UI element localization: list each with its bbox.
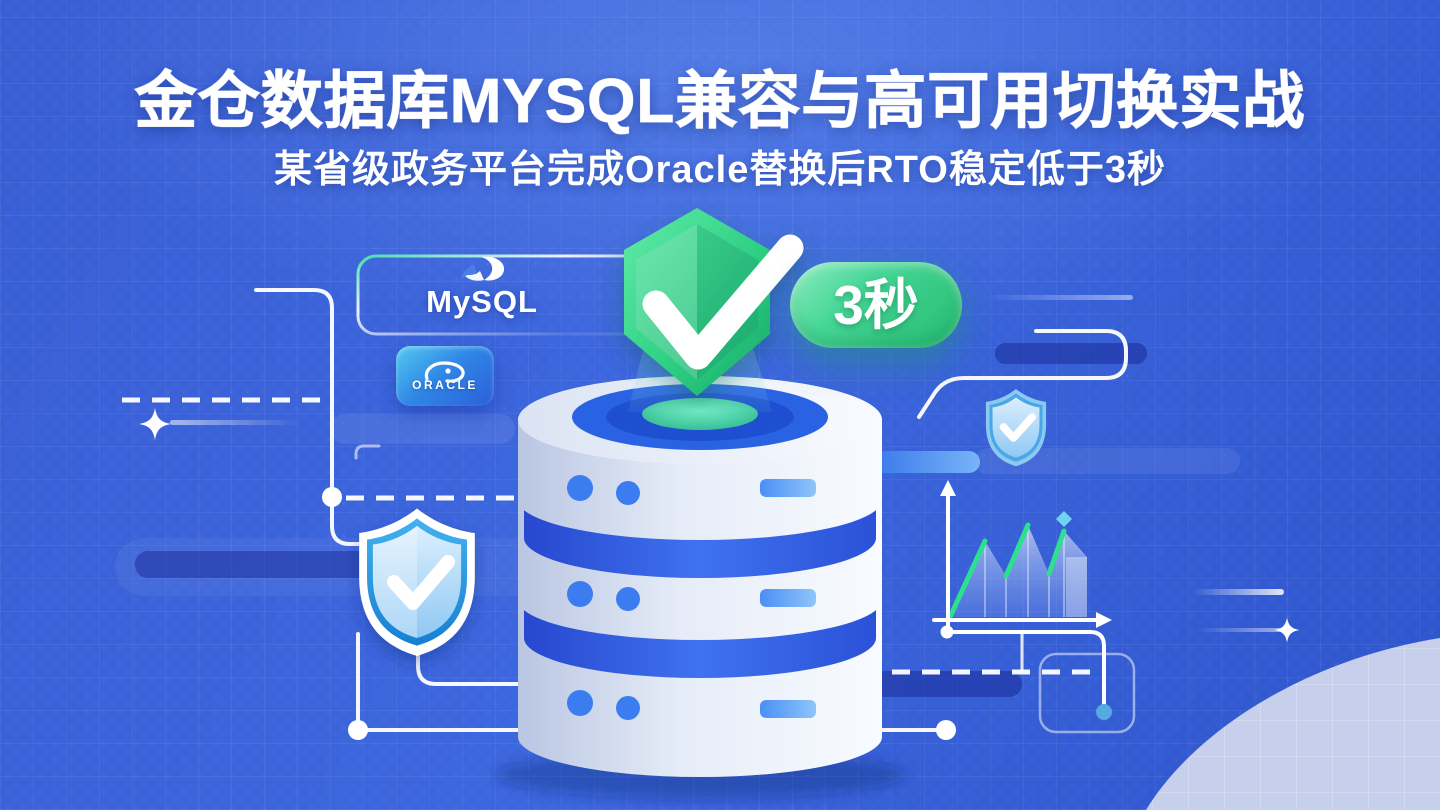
background-streaks: [115, 414, 1240, 596]
sparkle-icon: [1274, 617, 1300, 643]
mini-blue-shield-check-icon: [985, 388, 1047, 467]
check-icon: [387, 555, 455, 610]
rto-badge-label: 3秒: [833, 274, 919, 336]
check-icon: [999, 413, 1037, 442]
green-hex-shield-check-icon: [624, 208, 804, 396]
banner-subtitle: 某省级政务平台完成Oracle替换后RTO稳定低于3秒: [274, 149, 1166, 191]
circuit-nodes: [322, 487, 956, 740]
performance-area-chart-icon: [932, 480, 1136, 734]
sparkle-icon: [138, 407, 172, 441]
rto-badge: 3秒: [790, 262, 962, 348]
oracle-logo-label: ORACLE: [412, 378, 478, 392]
mysql-dolphin-icon: [461, 256, 505, 281]
dashed-links: [122, 397, 1096, 675]
mysql-logo-label: MySQL: [426, 284, 538, 319]
mysql-logo: MySQL: [392, 254, 572, 332]
database-indicator-dots: [567, 475, 640, 720]
corner-blob: [1146, 638, 1440, 810]
banner-title: 金仓数据库MYSQL兼容与高可用切换实战: [134, 67, 1306, 137]
database-slots: [760, 479, 816, 718]
oracle-logo: ORACLE: [396, 346, 494, 406]
blue-shield-check-icon: [359, 508, 475, 656]
sparkles: [138, 295, 1300, 643]
database-stack-icon: [495, 376, 905, 799]
accent-pills: [135, 343, 1147, 697]
check-icon: [642, 234, 804, 370]
oracle-swirl-icon: [424, 361, 465, 383]
